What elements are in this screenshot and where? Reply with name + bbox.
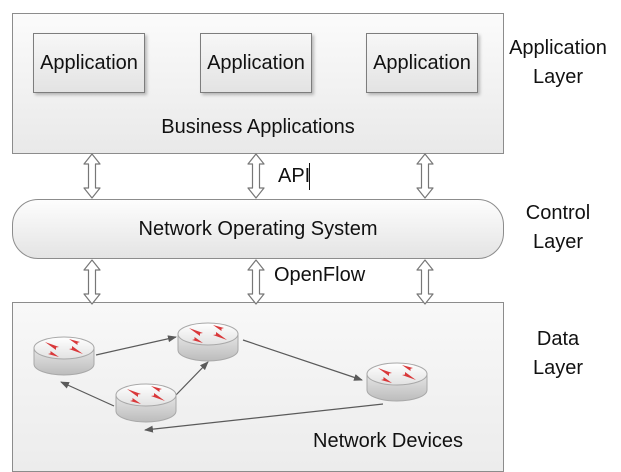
data-layer-label-line1: Data bbox=[536, 328, 580, 350]
text-cursor bbox=[309, 163, 310, 190]
double-headed-arrow-icon bbox=[83, 259, 101, 305]
control-layer-label-line2: Layer bbox=[532, 231, 584, 253]
double-headed-arrow-icon bbox=[247, 153, 265, 199]
data-layer-label-line2: Layer bbox=[532, 357, 584, 379]
application-layer-label: Application Layer bbox=[508, 34, 608, 92]
double-headed-arrow-icon bbox=[83, 153, 101, 199]
application-layer: Application Application Application Busi… bbox=[12, 13, 504, 154]
device-link bbox=[60, 381, 115, 407]
diagram-graphics bbox=[33, 153, 434, 433]
api-label: API bbox=[278, 165, 311, 187]
business-applications-label: Business Applications bbox=[161, 116, 355, 138]
data-layer-label: Data Layer bbox=[508, 325, 608, 383]
application-layer-label-line1: Application bbox=[509, 37, 607, 59]
router-icon bbox=[115, 383, 177, 423]
device-link bbox=[144, 403, 384, 433]
control-layer-label-line1: Control bbox=[525, 202, 591, 224]
openflow-label: OpenFlow bbox=[274, 264, 366, 286]
router-icon bbox=[177, 322, 239, 362]
router-icon bbox=[33, 336, 95, 376]
application-box: Application bbox=[366, 33, 478, 93]
device-link bbox=[242, 339, 363, 381]
double-headed-arrow-icon bbox=[416, 153, 434, 199]
control-layer-label: Control Layer bbox=[508, 199, 608, 257]
network-operating-system: Network Operating System bbox=[12, 199, 504, 259]
double-headed-arrow-icon bbox=[416, 259, 434, 305]
application-box: Application bbox=[33, 33, 145, 93]
network-devices-label: Network Devices bbox=[313, 430, 464, 452]
application-layer-label-line2: Layer bbox=[532, 66, 584, 88]
router-icon bbox=[366, 362, 428, 402]
application-box: Application bbox=[200, 33, 312, 93]
network-operating-system-label: Network Operating System bbox=[138, 217, 378, 240]
device-link bbox=[175, 361, 209, 396]
double-headed-arrow-icon bbox=[247, 259, 265, 305]
device-link bbox=[95, 335, 177, 356]
